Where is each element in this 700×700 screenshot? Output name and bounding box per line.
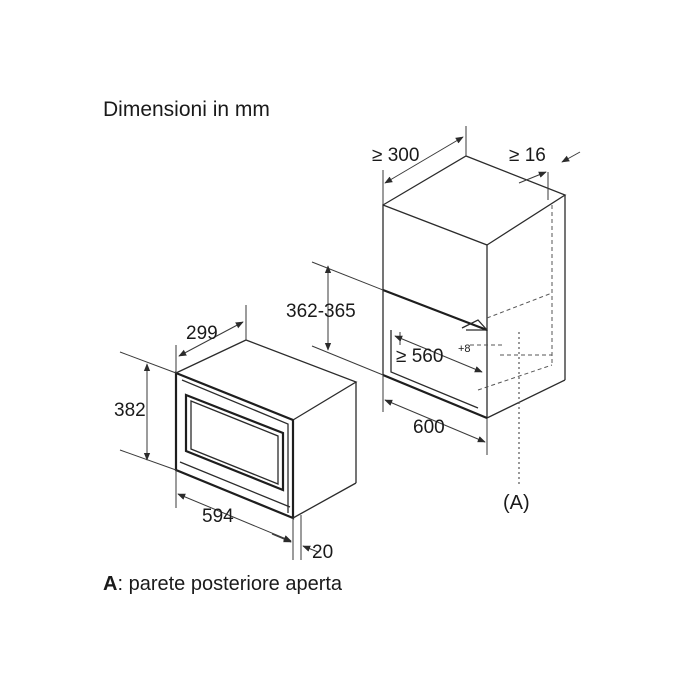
label-dev-depth-299: 299 bbox=[186, 323, 218, 344]
dimension-width-600 bbox=[382, 375, 488, 455]
legend: A: parete posteriore aperta bbox=[103, 573, 342, 596]
label-gap-16: ≥ 16 bbox=[509, 145, 546, 166]
dimension-dev-depth-299 bbox=[175, 305, 247, 373]
dimension-gap-16 bbox=[518, 151, 581, 200]
legend-text: : parete posteriore aperta bbox=[117, 573, 343, 595]
built-in-device bbox=[174, 339, 358, 520]
label-width-600: 600 bbox=[413, 417, 445, 438]
dimension-width-560 bbox=[394, 332, 483, 373]
dimension-depth-300 bbox=[382, 126, 467, 205]
label-width-560-sup: +8 bbox=[458, 343, 471, 355]
dimension-dev-height-382 bbox=[119, 351, 177, 471]
label-dev-width-594: 594 bbox=[202, 506, 234, 527]
label-marker-a: (A) bbox=[503, 492, 530, 514]
label-depth-300: ≥ 300 bbox=[372, 145, 419, 166]
dimension-height-362 bbox=[311, 261, 384, 376]
label-height-362: 362-365 bbox=[286, 301, 356, 322]
label-dev-height-382: 382 bbox=[114, 400, 146, 421]
diagram-title: Dimensioni in mm bbox=[103, 98, 270, 121]
cabinet-niche bbox=[382, 155, 567, 486]
label-dev-front-20: 20 bbox=[312, 542, 333, 563]
label-width-560: ≥ 560 bbox=[396, 346, 443, 367]
dimension-dev-width-594 bbox=[175, 470, 294, 560]
dimension-dev-front-20 bbox=[271, 515, 319, 560]
legend-key: A bbox=[103, 573, 118, 595]
